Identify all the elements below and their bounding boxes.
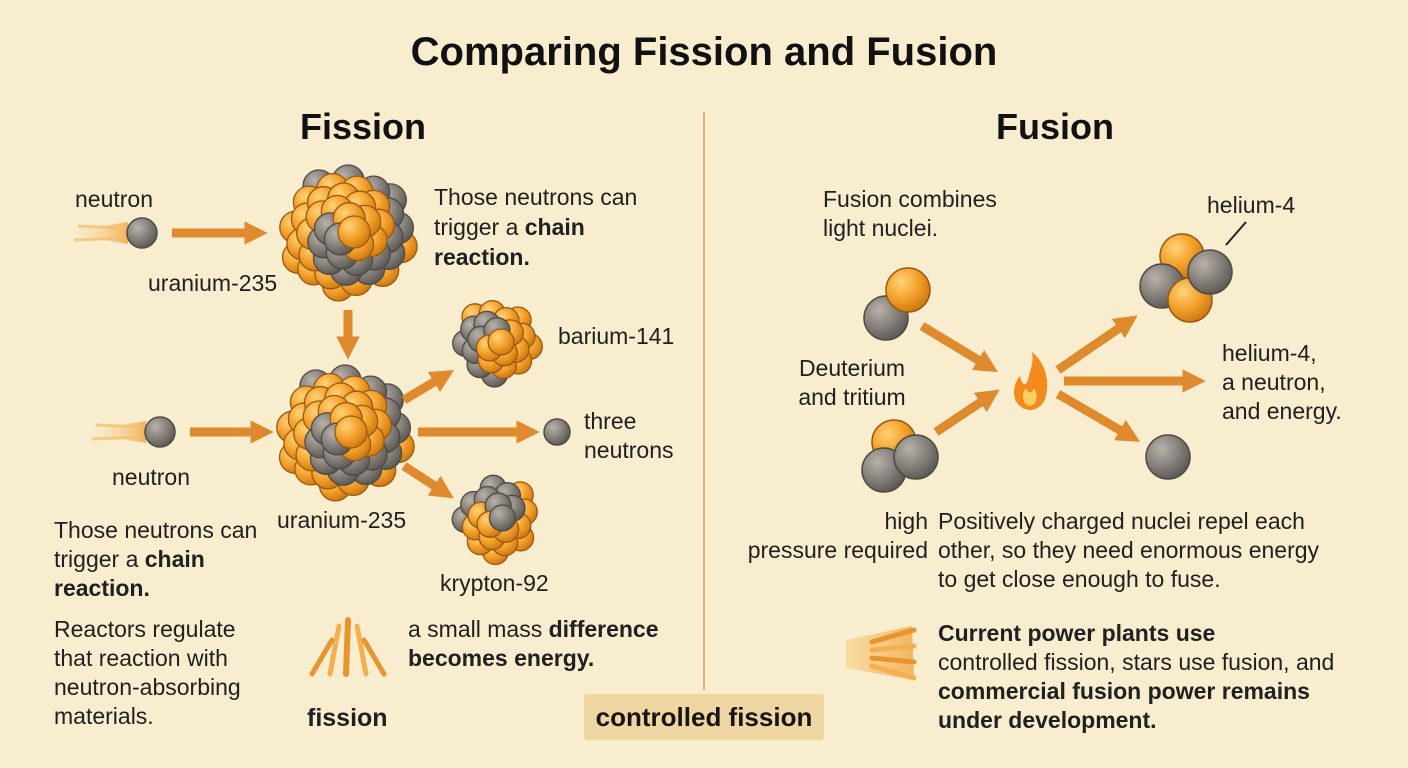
energy-burst-icon (846, 626, 917, 681)
reactors-note: Reactors regulate that reaction with neu… (54, 616, 241, 729)
fission-heading: Fission (300, 106, 427, 147)
neutron-label: neutron (75, 186, 154, 212)
proton (487, 328, 515, 356)
arrow-icon (401, 369, 455, 404)
high-pressure-label: high pressure required (747, 508, 928, 563)
three-neutrons-label: three neutrons (584, 408, 674, 463)
repel-note: Positively charged nuclei repel each oth… (938, 508, 1320, 592)
krypton-label: krypton-92 (440, 570, 549, 596)
uranium-nucleus-icon (279, 164, 418, 302)
proton (334, 415, 368, 449)
deuterium-tritium-label: Deuterium and tritium (798, 355, 906, 410)
barium-nucleus-icon (452, 300, 543, 388)
neutron-icon (80, 416, 176, 448)
proton (337, 215, 371, 249)
helium-nucleus-icon (1139, 233, 1233, 323)
barium-label: barium-141 (558, 323, 675, 349)
label-leader-line (1225, 221, 1247, 246)
energy-burst-icon (309, 617, 387, 677)
chain-reaction-note: Those neutrons can trigger a chain react… (54, 517, 258, 601)
neutron-icon (60, 217, 158, 249)
tritium-icon (861, 419, 939, 493)
uranium-label: uranium-235 (148, 270, 278, 296)
arrow-icon (919, 322, 999, 373)
flame-icon (1014, 352, 1048, 410)
neutron-label: neutron (112, 464, 191, 490)
neutron-icon (1145, 434, 1191, 480)
fusion-products-label: helium-4, a neutron, and energy. (1222, 340, 1342, 424)
uranium-label: uranium-235 (277, 507, 407, 533)
helium-label: helium-4 (1207, 192, 1296, 218)
fusion-heading: Fusion (996, 106, 1114, 147)
power-plants-note: Current power plants use controlled fiss… (938, 620, 1335, 733)
deuterium-icon (863, 267, 931, 341)
controlled-fission-badge: controlled fission (584, 694, 824, 740)
uranium-nucleus-icon (276, 364, 415, 502)
page-title: Comparing Fission and Fusion (410, 30, 998, 74)
neutron (488, 504, 517, 532)
fission-label: fission (307, 704, 388, 732)
chain-reaction-note: Those neutrons can trigger a chain react… (434, 184, 638, 270)
arrow-icon (401, 462, 454, 499)
fusion-combines-note: Fusion combines light nuclei. (823, 186, 997, 241)
krypton-nucleus-icon (451, 474, 538, 566)
arrow-icon (1055, 315, 1138, 374)
arrow-icon (933, 389, 1000, 436)
arrow-icon (1055, 390, 1141, 442)
neutron-icon (543, 418, 571, 446)
